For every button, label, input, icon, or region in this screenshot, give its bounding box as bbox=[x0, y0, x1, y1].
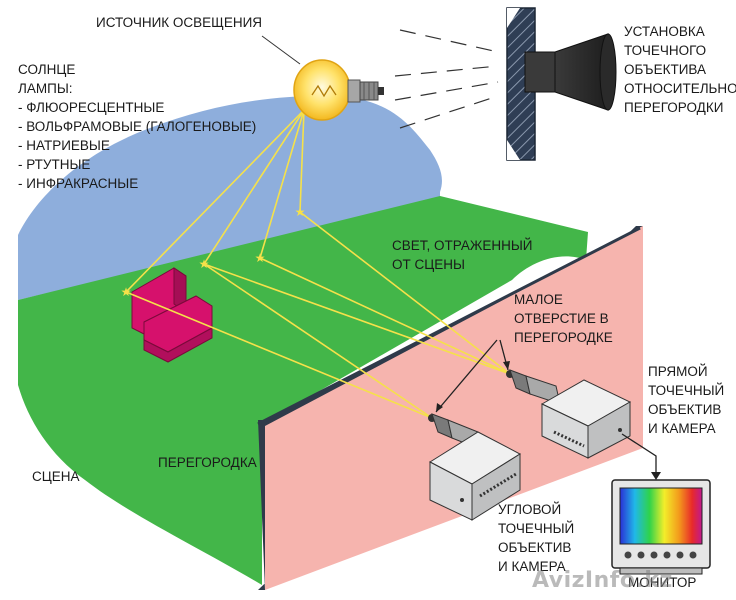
sources-title-label: СОЛНЦЕ ЛАМПЫ: bbox=[18, 62, 76, 96]
angled-camera-port bbox=[460, 498, 464, 502]
camera-icon bbox=[506, 369, 632, 459]
source-type-item: - ВОЛЬФРАМОВЫЕ (ГАЛОГЕНОВЫЕ) bbox=[18, 119, 257, 134]
scene-object bbox=[131, 267, 213, 363]
bulb-neck bbox=[347, 79, 361, 103]
angled-camera-side bbox=[471, 453, 521, 521]
reflected-ray bbox=[259, 257, 511, 375]
star-icon: ★ bbox=[199, 257, 210, 271]
incident-ray bbox=[125, 109, 305, 293]
source-types-list: - ФЛЮОРЕСЦЕНТНЫЕ - ВОЛЬФРАМОВЫЕ (ГАЛОГЕНО… bbox=[18, 98, 256, 193]
source-type-item: - НАТРИЕВЫЕ bbox=[18, 138, 110, 153]
hole-arrow-right bbox=[503, 361, 510, 370]
monitor-knob-3 bbox=[650, 551, 658, 559]
light-bulb-icon bbox=[293, 59, 384, 121]
monitor-knob-2 bbox=[637, 551, 645, 559]
star-icon: ★ bbox=[295, 205, 306, 219]
mount-dash-bottom bbox=[399, 95, 499, 129]
mount-dash-mid bbox=[394, 65, 499, 77]
monitor-icon bbox=[611, 479, 711, 575]
mount-dash-low bbox=[394, 81, 499, 101]
mount-dash-top bbox=[399, 29, 499, 53]
reflected-ray bbox=[203, 263, 433, 419]
incident-ray bbox=[259, 109, 305, 259]
monitor-knob-1 bbox=[624, 551, 632, 559]
mount-camera-icon bbox=[506, 7, 617, 161]
reflected-ray bbox=[299, 211, 511, 375]
scene-label: СЦЕНА bbox=[32, 469, 80, 484]
small-hole-label: МАЛОЕ ОТВЕРСТИЕ В ПЕРЕГОРОДКЕ bbox=[514, 292, 613, 345]
mount-dashed-lines bbox=[394, 29, 499, 129]
monitor-knob-5 bbox=[676, 551, 684, 559]
light-rays: ★ ★ ★ ★ bbox=[121, 109, 511, 419]
light-source-label: ИСТОЧНИК ОСВЕЩЕНИЯ bbox=[96, 15, 263, 30]
hole-leader-left bbox=[435, 339, 498, 413]
monitor-knob-4 bbox=[663, 551, 671, 559]
scene-object-front bbox=[143, 327, 213, 363]
straight-camera-label: ПРЯМОЙ ТОЧЕЧНЫЙ ОБЪЕКТИВ И КАМЕРА bbox=[648, 364, 725, 436]
incident-ray bbox=[203, 109, 305, 265]
monitor-knobs bbox=[624, 551, 697, 559]
straight-camera-port bbox=[618, 428, 622, 432]
mount-lens-face bbox=[599, 33, 617, 111]
watermark: AvizInfo.kz bbox=[532, 568, 673, 593]
bulb-filament bbox=[311, 84, 337, 98]
partition-label: ПЕРЕГОРОДКА bbox=[158, 455, 257, 470]
monitor-label: МОНИТОР bbox=[628, 575, 697, 590]
incident-ray bbox=[299, 109, 305, 213]
mount-setup-label: УСТАНОВКА ТОЧЕЧНОГО ОБЪЕКТИВА ОТНОСИТЕЛЬ… bbox=[624, 24, 736, 115]
camera-icon bbox=[428, 413, 522, 521]
angled-camera-label: УГЛОВОЙ ТОЧЕЧНЫЙ ОБЪЕКТИВ И КАМЕРА bbox=[498, 502, 575, 574]
monitor-cable-arrow bbox=[651, 472, 661, 480]
reflected-ray bbox=[125, 291, 433, 419]
source-type-item: - ИНФРАКРАСНЫЕ bbox=[18, 176, 139, 191]
straight-camera-vent bbox=[553, 430, 585, 448]
angled-camera-vent bbox=[479, 472, 517, 498]
reflected-ray bbox=[203, 263, 511, 375]
sky-backdrop bbox=[18, 95, 442, 300]
hole-arrow-left bbox=[436, 403, 443, 412]
source-type-item: - ФЛЮОРЕСЦЕНТНЫЕ bbox=[18, 100, 165, 115]
star-icon: ★ bbox=[121, 285, 132, 299]
source-type-item: - РТУТНЫЕ bbox=[18, 157, 91, 172]
bulb-glass bbox=[293, 59, 351, 121]
reflected-light-label: СВЕТ, ОТРАЖЕННЫЙ ОТ СЦЕНЫ bbox=[392, 238, 533, 272]
straight-camera-side bbox=[587, 401, 631, 459]
monitor-cable bbox=[621, 433, 657, 474]
star-icon: ★ bbox=[255, 251, 266, 265]
partition-wall bbox=[265, 226, 643, 590]
monitor-screen bbox=[619, 487, 703, 545]
light-source-leader bbox=[261, 35, 301, 65]
monitor-stand bbox=[619, 567, 703, 575]
bulb-tip bbox=[378, 87, 384, 95]
monitor-knob-6 bbox=[689, 551, 697, 559]
mount-wall-notch-bottom bbox=[507, 140, 520, 160]
mount-wall-notch bbox=[507, 8, 520, 28]
mount-lens-tube bbox=[524, 51, 556, 93]
